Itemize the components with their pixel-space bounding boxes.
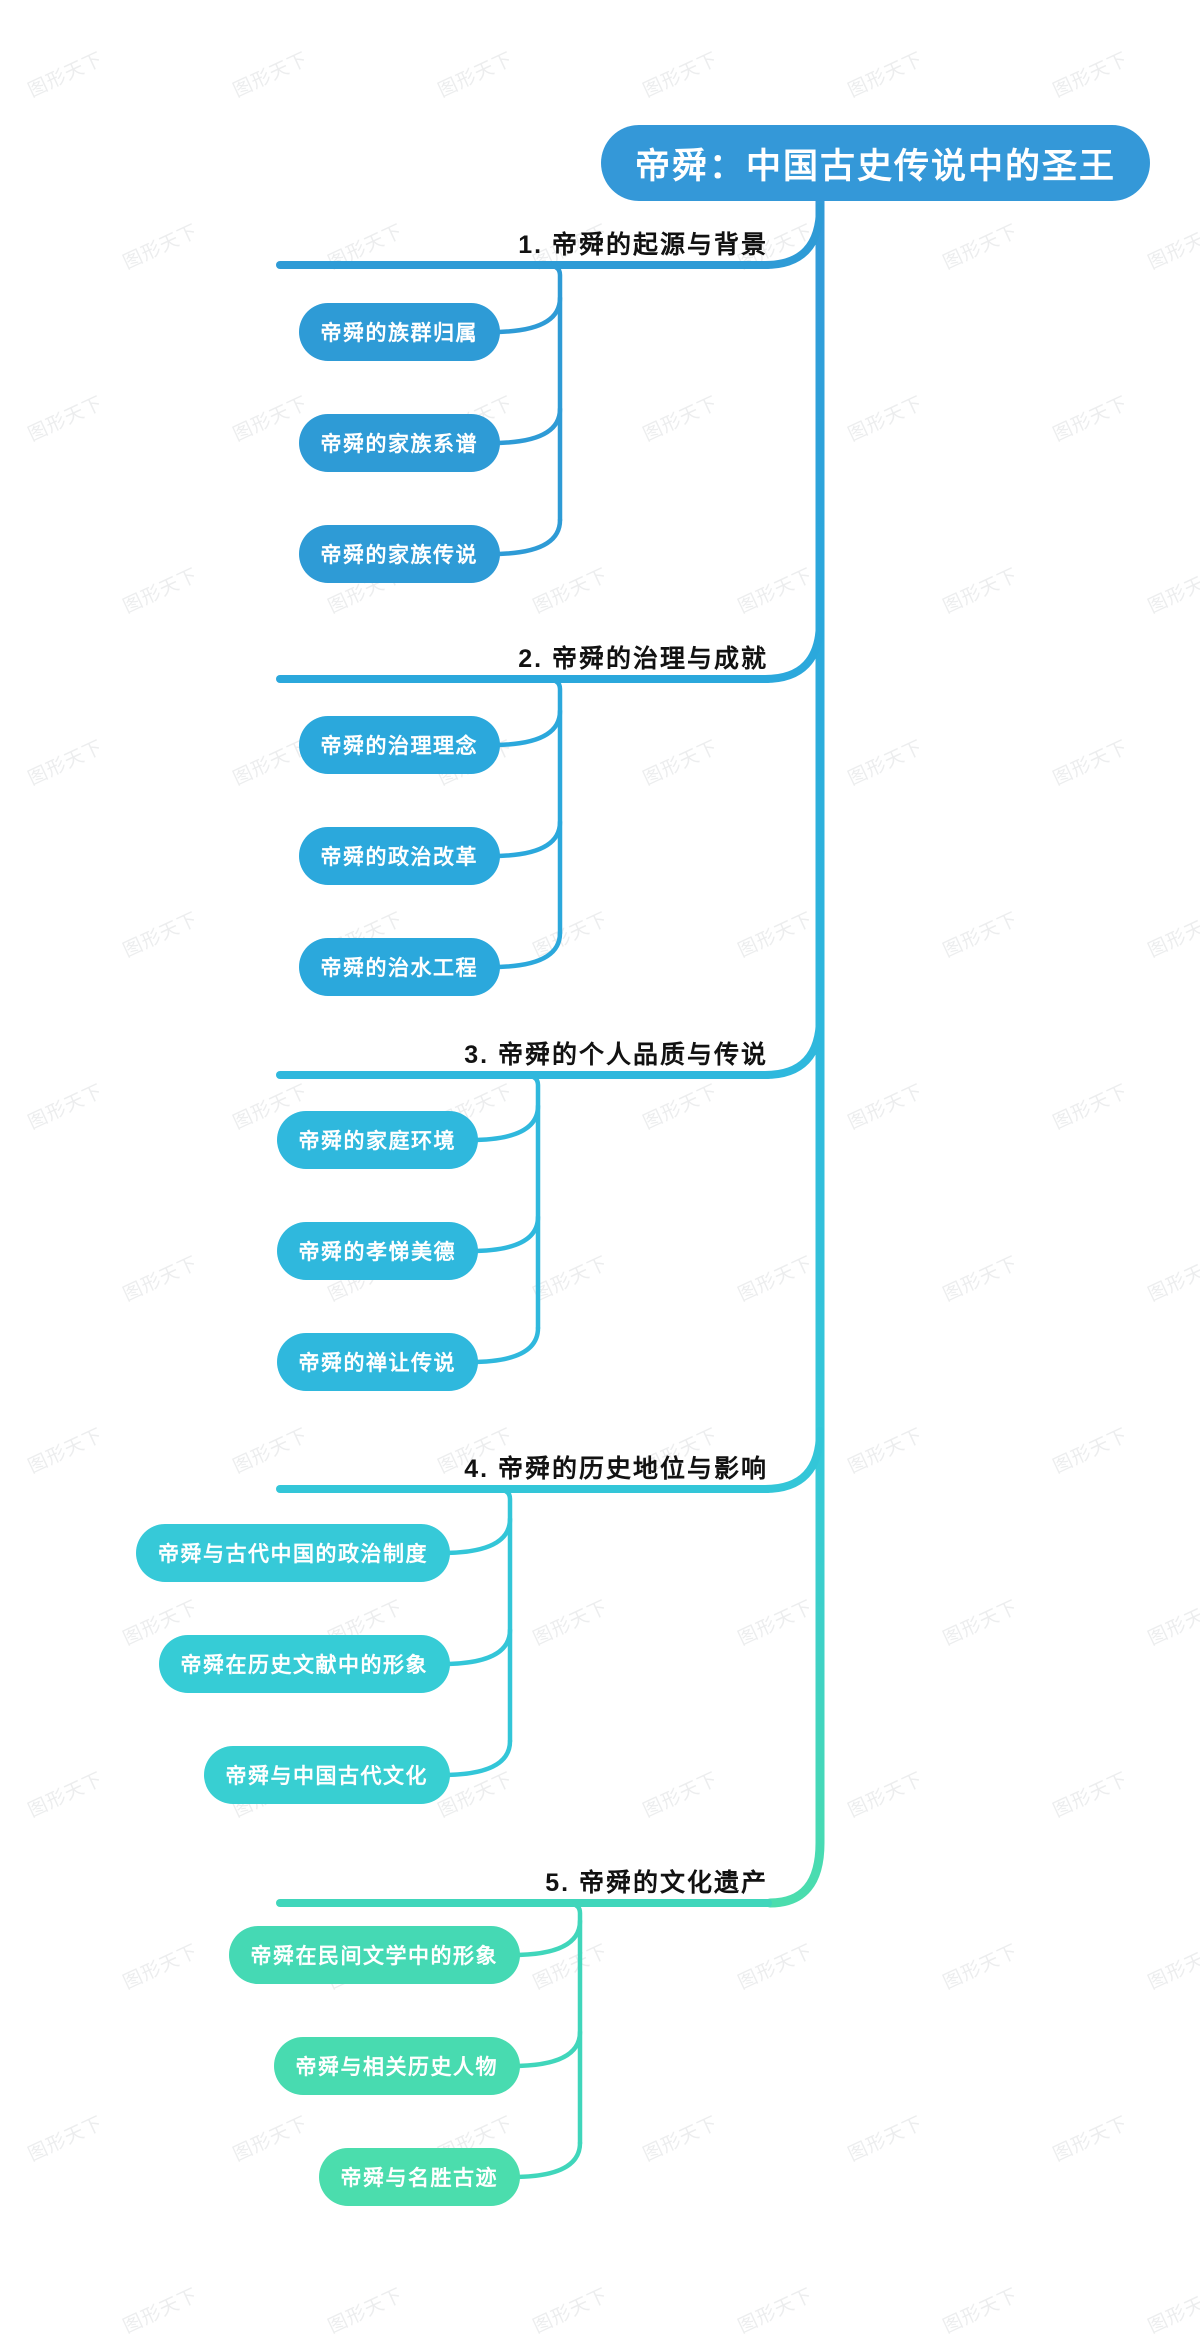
connector-path bbox=[521, 1072, 541, 1331]
connector-path bbox=[489, 295, 563, 335]
leaf-node[interactable]: 帝舜与相关历史人物 bbox=[273, 2037, 520, 2095]
connector-path bbox=[439, 1627, 513, 1667]
connector-path bbox=[563, 1900, 583, 2146]
connector-path bbox=[467, 1325, 541, 1365]
connector-path bbox=[489, 517, 563, 557]
connector-path bbox=[543, 262, 563, 523]
connector-path bbox=[509, 2140, 583, 2180]
connector-path bbox=[467, 1214, 541, 1254]
leaf-node[interactable]: 帝舜的政治改革 bbox=[298, 827, 500, 885]
leaf-node[interactable]: 帝舜与中国古代文化 bbox=[203, 1746, 450, 1804]
connector-path bbox=[765, 158, 825, 1908]
root-node[interactable]: 帝舜：中国古史传说中的圣王 bbox=[600, 125, 1150, 201]
connector-path bbox=[543, 676, 563, 936]
branch-heading-1[interactable]: 1. 帝舜的起源与背景 bbox=[518, 231, 768, 259]
leaf-node[interactable]: 帝舜与古代中国的政治制度 bbox=[136, 1524, 450, 1582]
branch-heading-4[interactable]: 4. 帝舜的历史地位与影响 bbox=[464, 1455, 768, 1483]
leaf-node[interactable]: 帝舜在历史文献中的形象 bbox=[158, 1635, 450, 1693]
connector-path bbox=[439, 1516, 513, 1556]
connector-path bbox=[489, 819, 563, 859]
leaf-node[interactable]: 帝舜的治水工程 bbox=[298, 938, 500, 996]
connector-path bbox=[439, 1738, 513, 1778]
connector-path bbox=[761, 203, 824, 269]
connector-path bbox=[489, 708, 563, 748]
leaf-node[interactable]: 帝舜的家族传说 bbox=[298, 525, 500, 583]
connector-path bbox=[509, 1918, 583, 1958]
connector-path bbox=[489, 930, 563, 970]
leaf-node[interactable]: 帝舜的禅让传说 bbox=[276, 1333, 478, 1391]
leaf-node[interactable]: 帝舜的孝悌美德 bbox=[276, 1222, 478, 1280]
leaf-node[interactable]: 帝舜的族群归属 bbox=[298, 303, 500, 361]
connector-path bbox=[761, 617, 824, 683]
branch-heading-5[interactable]: 5. 帝舜的文化遗产 bbox=[545, 1869, 768, 1897]
leaf-node[interactable]: 帝舜在民间文学中的形象 bbox=[228, 1926, 520, 1984]
leaf-node[interactable]: 帝舜的家庭环境 bbox=[276, 1111, 478, 1169]
connector-path bbox=[467, 1103, 541, 1143]
branch-heading-2[interactable]: 2. 帝舜的治理与成就 bbox=[518, 645, 768, 673]
connector-path bbox=[493, 1486, 513, 1744]
branch-heading-3[interactable]: 3. 帝舜的个人品质与传说 bbox=[464, 1041, 768, 1069]
leaf-node[interactable]: 帝舜的治理理念 bbox=[298, 716, 500, 774]
leaf-node[interactable]: 帝舜与名胜古迹 bbox=[318, 2148, 520, 2206]
connector-path bbox=[761, 1013, 824, 1079]
connector-path bbox=[509, 2029, 583, 2069]
connector-path bbox=[761, 1427, 824, 1493]
leaf-node[interactable]: 帝舜的家族系谱 bbox=[298, 414, 500, 472]
connector-path bbox=[489, 406, 563, 446]
